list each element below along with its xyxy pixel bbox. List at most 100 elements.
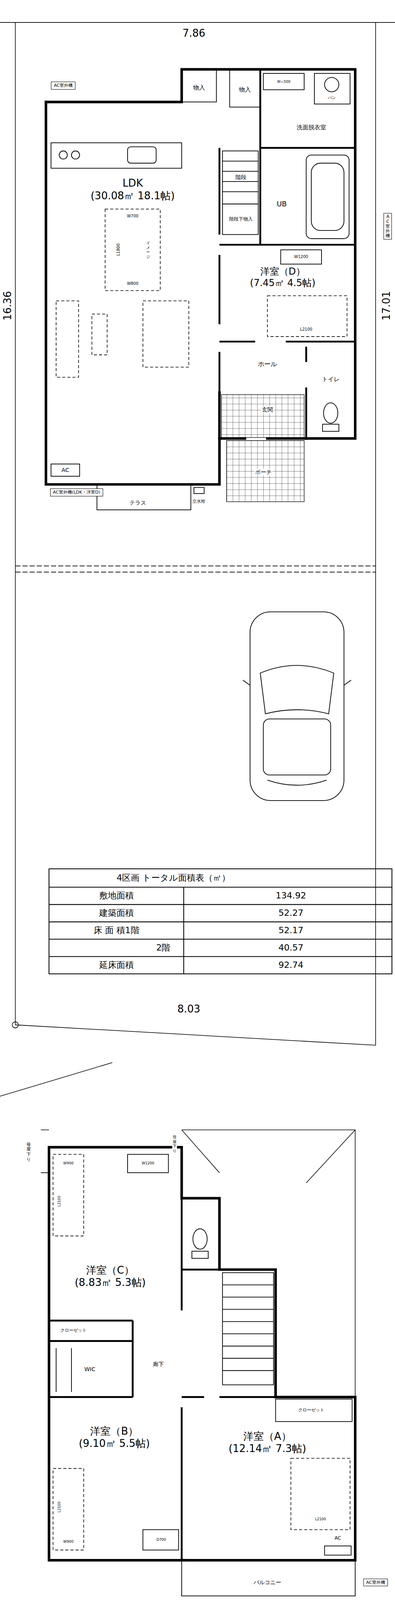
- node-text: ホール: [257, 360, 278, 369]
- fixtures-2f: [324, 1547, 352, 1557]
- annotation-label: AC: [334, 1537, 342, 1543]
- node-text: (30.08㎡ 18.1帖): [89, 189, 176, 203]
- node-text: AC室外機: [385, 214, 390, 239]
- node-text: 洋室（A）: [242, 1431, 293, 1445]
- node-text: トイレ: [321, 376, 341, 384]
- site-boundary: [0, 22, 395, 23]
- stair-label: 階段: [234, 174, 248, 181]
- fixtures: [50, 464, 80, 477]
- room-label: 玄関: [261, 406, 274, 414]
- furniture-outline: [56, 300, 79, 378]
- area-table-grid: [48, 869, 392, 975]
- furniture-outline: [92, 314, 108, 356]
- roof-outline: [40, 1131, 356, 1399]
- dimension-label: 16.36: [2, 291, 15, 322]
- annotation-label: L2100: [57, 1502, 62, 1515]
- node-text: 玄関: [261, 406, 274, 414]
- car-outline: [242, 612, 352, 802]
- fixtures: [322, 424, 339, 432]
- fixtures-2f: [56, 1155, 356, 1598]
- fixtures: [59, 150, 68, 160]
- exterior-wall-2f: [48, 1148, 356, 1563]
- furniture-outline: [142, 300, 189, 368]
- room-label: 洋室（B）(9.10㎡ 5.5帖): [78, 1426, 151, 1452]
- exterior-wall: [45, 101, 220, 485]
- car-outline: [344, 680, 352, 687]
- table-cell: 建築面積: [98, 908, 135, 919]
- roof-outline: [181, 1131, 356, 1185]
- node-text: AC室外機: [365, 1581, 386, 1587]
- node-text: 物入: [192, 84, 206, 92]
- fixtures: [306, 155, 350, 239]
- dimension-label: 8.03: [176, 1004, 201, 1017]
- annotation-label: 母屋下り: [172, 1136, 177, 1155]
- furniture-outline-2f: [52, 1155, 84, 1238]
- fixtures: [181, 69, 217, 103]
- fence-line: [15, 566, 376, 573]
- node-text: AC室外機(LDK・洋室D): [52, 490, 102, 496]
- equipment-box: AC室外機: [50, 81, 76, 90]
- annotation-label: L1800: [116, 243, 121, 257]
- node-text: (9.10㎡ 5.5帖): [78, 1438, 151, 1452]
- room-label: テラス: [128, 500, 147, 507]
- furniture-outline: [105, 209, 161, 292]
- annotation-label: W1200: [293, 254, 309, 260]
- table-cell: 2階: [155, 943, 171, 954]
- node-text: 階段: [234, 174, 248, 181]
- fence-line: [15, 572, 376, 574]
- fixtures-2f: [192, 1230, 207, 1251]
- fixtures: [96, 485, 191, 511]
- area-table-grid: [48, 887, 392, 975]
- node-text: (8.83㎡ 5.3帖): [73, 1277, 147, 1291]
- annotation-label: L2100: [314, 1518, 327, 1523]
- room-label: 洋室（D）(7.45㎡ 4.5帖): [249, 266, 317, 290]
- annotation-label: パン: [327, 95, 337, 101]
- fixtures-2f: [127, 1155, 169, 1175]
- car-outline: [260, 665, 334, 715]
- room-label: LDK(30.08㎡ 18.1帖): [89, 177, 176, 202]
- annotation-label: W=500: [276, 79, 292, 84]
- fixtures: [193, 487, 205, 495]
- room-label: 洗面脱衣室: [295, 124, 328, 132]
- car-outline: [263, 719, 332, 776]
- table-cell: 床 面 積1階: [93, 926, 140, 937]
- room-label: バルコニー: [252, 1580, 283, 1588]
- fence-line: [15, 566, 376, 568]
- area-table-grid: [48, 869, 392, 975]
- equipment-box: AC室外機: [383, 213, 392, 240]
- site-boundary: [15, 22, 16, 1027]
- exterior-wall: [45, 69, 356, 440]
- equipment-box: AC室外機(LDK・洋室D): [50, 489, 104, 497]
- site-boundary: [375, 22, 377, 1047]
- interior-wall: [219, 342, 356, 440]
- fixtures: [311, 163, 345, 232]
- dimension-label: 7.86: [182, 27, 206, 40]
- node-text: ポーチ: [254, 469, 273, 476]
- interior-wall-2f: [181, 1199, 356, 1562]
- floor-tiles: [221, 395, 305, 439]
- table-cell: 延床面積: [98, 961, 135, 971]
- node-text: (7.45㎡ 4.5帖): [249, 277, 317, 290]
- room-label: 洋室（A）(12.14㎡ 7.3帖): [227, 1431, 307, 1457]
- storage-label: 物入: [192, 84, 206, 92]
- node-text: クローゼット: [297, 1408, 326, 1415]
- node-text: WIC: [83, 1367, 97, 1375]
- floor-tiles: [221, 395, 305, 503]
- node-text: 階段下物入: [228, 216, 254, 222]
- site-boundary: [15, 1025, 376, 1047]
- table-cell: 52.17: [278, 926, 304, 937]
- fixtures: [323, 403, 338, 424]
- node-text: UB: [275, 199, 288, 209]
- annotation-label: W900: [62, 1162, 74, 1167]
- fixtures-2f: [275, 1400, 353, 1424]
- table-cell: 敷地面積: [98, 891, 135, 902]
- table-cell: 40.57: [278, 943, 304, 954]
- room-label: ポーチ: [254, 469, 273, 476]
- annotation-label: W900: [62, 1541, 74, 1546]
- interior-wall: [218, 148, 221, 394]
- node-text: 洋室（B）: [89, 1426, 140, 1439]
- furniture-outline: [56, 209, 347, 378]
- annotation-label: D700: [156, 1539, 167, 1544]
- node-text: AC室外機: [52, 82, 74, 89]
- fixtures-2f: [181, 1561, 356, 1598]
